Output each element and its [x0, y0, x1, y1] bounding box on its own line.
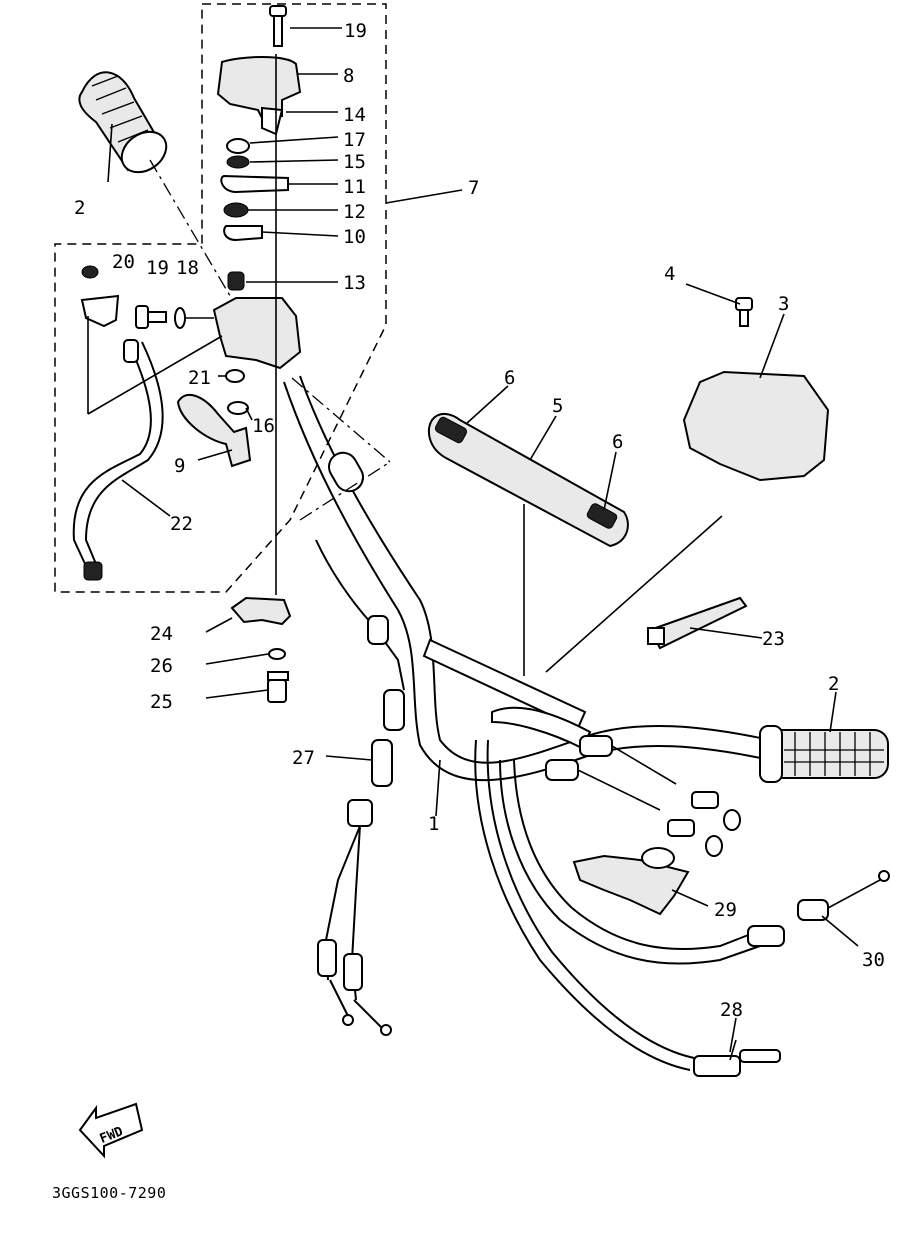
label-17: 17	[343, 129, 366, 151]
label-23: 23	[762, 628, 785, 650]
callout-labels: 19 8 14 17 15 11 12 10 13 7 2 20 19 18 2…	[74, 20, 885, 1021]
cable-adjusters	[545, 735, 741, 857]
switch-housing	[545, 297, 830, 673]
clutch-cable	[499, 759, 890, 965]
label-3: 3	[778, 293, 789, 315]
label-5: 5	[552, 395, 563, 417]
throttle-tube	[428, 413, 629, 676]
label-2-right: 2	[828, 673, 839, 695]
label-8: 8	[343, 65, 354, 87]
tie-band	[647, 596, 748, 650]
label-22: 22	[170, 513, 193, 535]
label-12: 12	[343, 201, 366, 223]
assembly-7-boundary	[54, 3, 387, 593]
label-24: 24	[150, 623, 173, 645]
brake-cable	[474, 739, 781, 1077]
label-6-top: 6	[504, 367, 515, 389]
label-6-right: 6	[612, 431, 623, 453]
leader-lines	[107, 27, 859, 1053]
label-4: 4	[664, 263, 675, 285]
label-11: 11	[343, 176, 366, 198]
switch-29	[572, 847, 690, 916]
fwd-arrow: FWD	[78, 1102, 144, 1159]
throttle-cable	[291, 377, 405, 1036]
lever-holder-assembly	[72, 5, 302, 595]
label-14: 14	[343, 104, 366, 126]
label-15: 15	[343, 151, 366, 173]
right-grip	[759, 725, 889, 783]
label-26: 26	[150, 655, 173, 677]
label-25: 25	[150, 691, 173, 713]
label-13: 13	[343, 272, 366, 294]
label-7: 7	[468, 177, 479, 199]
label-28: 28	[720, 999, 743, 1021]
left-grip	[78, 71, 168, 174]
label-19-top: 19	[344, 20, 367, 42]
grip-dashdot-leader	[149, 159, 237, 307]
label-10: 10	[343, 226, 366, 248]
label-19-left: 19	[146, 257, 169, 279]
label-2-left: 2	[74, 197, 85, 219]
label-16: 16	[252, 415, 275, 437]
label-30: 30	[862, 949, 885, 971]
label-21: 21	[188, 367, 211, 389]
diagram-code: 3GGS100-7290	[52, 1184, 166, 1202]
handlebar-clamp	[230, 596, 292, 703]
label-18: 18	[176, 257, 199, 279]
handlebar	[283, 375, 771, 782]
label-20: 20	[112, 251, 135, 273]
label-27: 27	[292, 747, 315, 769]
label-9: 9	[174, 455, 185, 477]
label-29: 29	[714, 899, 737, 921]
assembly-7-leader	[385, 189, 463, 204]
label-1: 1	[428, 813, 439, 835]
